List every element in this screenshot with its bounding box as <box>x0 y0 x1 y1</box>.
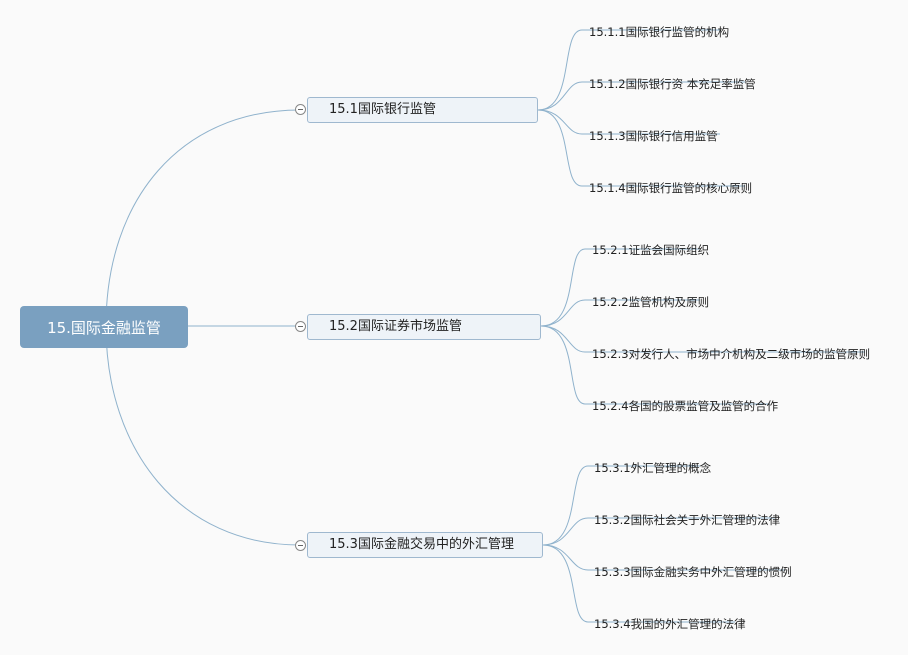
leaf-topic-2-1[interactable]: 15.2.1证监会国际组织 <box>592 243 710 257</box>
leaf-topic-2-3[interactable]: 15.2.3对发行人、市场中介机构及二级市场的监管原则 <box>592 347 871 361</box>
connector-b2-leaf-1 <box>540 248 700 327</box>
leaf-topic-3-2[interactable]: 15.3.2国际社会关于外汇管理的法律 <box>594 513 781 527</box>
branch-topic-1-label: 15.1国际银行监管 <box>329 102 436 117</box>
connector-b1-leaf-3 <box>537 109 720 135</box>
branch-topic-2-label: 15.2国际证券市场监管 <box>329 319 462 334</box>
collapse-toggle-branch-2[interactable] <box>295 321 306 332</box>
connector-b3-leaf-2 <box>542 517 775 546</box>
leaf-topic-2-2[interactable]: 15.2.2监管机构及原则 <box>592 295 710 309</box>
connector-root-branch-3 <box>105 325 301 546</box>
leaf-topic-3-1[interactable]: 15.3.1外汇管理的概念 <box>594 461 712 475</box>
branch-topic-3[interactable]: 15.3国际金融交易中的外汇管理 <box>307 532 543 558</box>
connector-b1-leaf-1 <box>537 29 720 111</box>
connector-b1-leaf-2 <box>537 81 745 111</box>
leaf-topic-1-4[interactable]: 15.1.4国际银行监管的核心原则 <box>589 181 753 195</box>
branch-topic-3-label: 15.3国际金融交易中的外汇管理 <box>329 537 514 552</box>
leaf-topic-1-3[interactable]: 15.1.3国际银行信用监管 <box>589 129 718 143</box>
leaf-topic-2-4[interactable]: 15.2.4各国的股票监管及监管的合作 <box>592 399 779 413</box>
connector-root-branch-1 <box>105 109 301 327</box>
branch-topic-2[interactable]: 15.2国际证券市场监管 <box>307 314 541 340</box>
root-topic-label: 15.国际金融监管 <box>47 318 161 337</box>
connector-b3-leaf-1 <box>542 465 700 546</box>
root-topic[interactable]: 15.国际金融监管 <box>20 306 188 348</box>
leaf-topic-3-4[interactable]: 15.3.4我国的外汇管理的法律 <box>594 617 746 631</box>
connector-b2-leaf-2 <box>540 299 700 327</box>
collapse-toggle-branch-1[interactable] <box>295 104 306 115</box>
collapse-toggle-branch-3[interactable] <box>295 540 306 551</box>
connector-b2-leaf-4 <box>540 325 770 405</box>
connector-b1-leaf-4 <box>537 109 745 187</box>
leaf-topic-3-3[interactable]: 15.3.3国际金融实务中外汇管理的惯例 <box>594 565 792 579</box>
branch-topic-1[interactable]: 15.1国际银行监管 <box>307 97 538 123</box>
leaf-topic-1-2[interactable]: 15.1.2国际银行资 本充足率监管 <box>589 77 756 91</box>
connector-b3-leaf-4 <box>542 544 735 623</box>
leaf-topic-1-1[interactable]: 15.1.1国际银行监管的机构 <box>589 25 730 39</box>
